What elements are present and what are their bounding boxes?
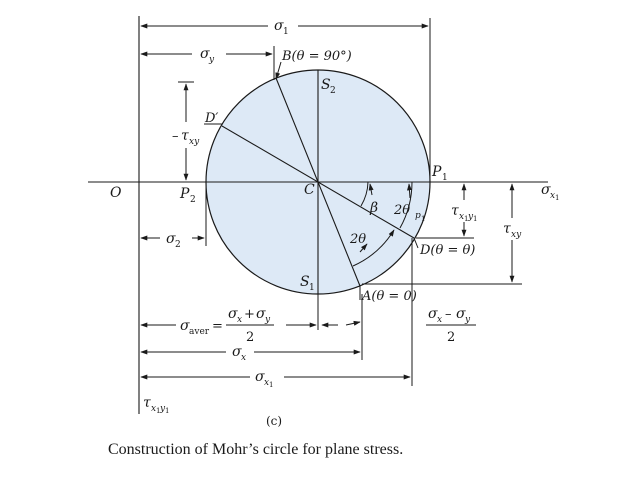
label-sigma1: σ 1 — [274, 18, 289, 37]
svg-text:1: 1 — [421, 215, 425, 223]
svg-text:x: x — [241, 353, 246, 363]
svg-text:xy: xy — [511, 230, 522, 240]
label-beta: β — [369, 200, 378, 216]
svg-text:P: P — [179, 186, 190, 202]
label-center: C — [304, 182, 315, 198]
svg-text:p: p — [415, 211, 421, 221]
svg-text:S: S — [300, 274, 310, 290]
svg-text:1: 1 — [555, 194, 559, 202]
svg-text:x: x — [264, 378, 269, 388]
svg-text:–: – — [172, 129, 179, 144]
leader-b — [275, 61, 282, 80]
svg-text:σ: σ — [256, 306, 266, 322]
svg-text:σ: σ — [232, 344, 242, 360]
svg-text:1: 1 — [473, 215, 477, 223]
svg-text:y: y — [467, 212, 474, 222]
label-point-d: D(θ = θ) — [419, 243, 475, 258]
label-tau-xy: τ xy — [503, 221, 522, 240]
label-minus-tau-xy: – τ xy — [172, 128, 200, 147]
svg-text:1: 1 — [269, 381, 273, 389]
label-d-prime: D′ — [204, 111, 218, 126]
svg-text:τ: τ — [503, 221, 511, 237]
svg-text:τ: τ — [143, 395, 151, 411]
svg-text:τ: τ — [181, 128, 189, 144]
svg-text:–: – — [445, 307, 452, 322]
label-origin: O — [110, 185, 122, 201]
svg-text:2: 2 — [175, 240, 181, 250]
label-half-difference: σ x – σ y 2 — [426, 306, 476, 345]
svg-text:1: 1 — [283, 27, 289, 37]
svg-text:2: 2 — [330, 86, 336, 96]
svg-text:y: y — [264, 315, 271, 325]
label-sigma2: σ 2 — [166, 231, 181, 250]
label-point-b: B(θ = 90°) — [281, 49, 352, 64]
svg-text:2: 2 — [190, 195, 196, 205]
svg-text:x: x — [237, 315, 242, 325]
label-sigma-y: σ y — [200, 46, 215, 65]
svg-text:+: + — [244, 307, 255, 322]
label-tau-x1y1-axis: τ x 1 y 1 — [143, 395, 169, 415]
svg-text:y: y — [159, 404, 166, 414]
leader-d — [413, 237, 419, 249]
arc-two-theta — [352, 229, 395, 267]
label-sigma-x1-axis: σ x 1 — [541, 182, 559, 202]
svg-text:aver: aver — [189, 327, 210, 337]
svg-text:=: = — [212, 319, 223, 334]
label-sigma-x: σ x — [232, 344, 246, 363]
label-two-theta: 2θ — [349, 232, 366, 247]
svg-text:σ: σ — [274, 18, 284, 34]
svg-text:x: x — [550, 191, 555, 201]
label-two-theta-p1: 2θ p 1 — [393, 203, 425, 223]
arrow-two-theta-p — [407, 183, 412, 199]
label-s2: S 2 — [321, 77, 336, 96]
svg-text:σ: σ — [166, 231, 176, 247]
label-point-a: A(θ = 0) — [361, 289, 417, 304]
svg-text:1: 1 — [464, 215, 468, 223]
svg-text:2θ: 2θ — [393, 203, 410, 218]
label-sigma-x1: σ x 1 — [255, 369, 273, 389]
svg-text:x: x — [151, 404, 156, 414]
svg-text:σ: σ — [456, 306, 466, 322]
svg-text:1: 1 — [156, 407, 160, 415]
label-sigma-aver-formula: σ aver = σ x + σ y 2 — [180, 306, 274, 345]
svg-text:xy: xy — [189, 137, 200, 147]
line-dprime-d — [221, 125, 415, 239]
panel-label: (c) — [266, 414, 282, 428]
label-p1: P 1 — [431, 164, 448, 183]
svg-text:σ: σ — [228, 306, 238, 322]
svg-text:τ: τ — [451, 203, 459, 219]
svg-text:2: 2 — [246, 330, 254, 345]
svg-text:y: y — [464, 315, 471, 325]
svg-text:x: x — [437, 315, 442, 325]
svg-text:2: 2 — [447, 330, 455, 345]
svg-text:σ: σ — [541, 182, 551, 198]
svg-text:y: y — [208, 55, 215, 65]
svg-text:1: 1 — [442, 173, 448, 183]
svg-text:P: P — [431, 164, 442, 180]
svg-text:σ: σ — [180, 318, 190, 334]
svg-text:x: x — [459, 212, 464, 222]
label-p2: P 2 — [179, 186, 196, 205]
svg-text:1: 1 — [165, 407, 169, 415]
figure-caption: Construction of Mohr’s circle for plane … — [108, 441, 404, 458]
label-s1: S 1 — [300, 274, 315, 293]
svg-text:σ: σ — [255, 369, 265, 385]
svg-text:1: 1 — [309, 283, 315, 293]
dim-half-diff-right — [345, 320, 361, 326]
svg-text:σ: σ — [200, 46, 210, 62]
svg-text:S: S — [321, 77, 331, 93]
arrow-beta — [368, 183, 374, 196]
label-tau-x1y1: τ x 1 y 1 — [451, 203, 477, 223]
arc-beta — [360, 181, 369, 207]
arrow-two-theta — [359, 243, 368, 253]
svg-text:σ: σ — [428, 306, 438, 322]
